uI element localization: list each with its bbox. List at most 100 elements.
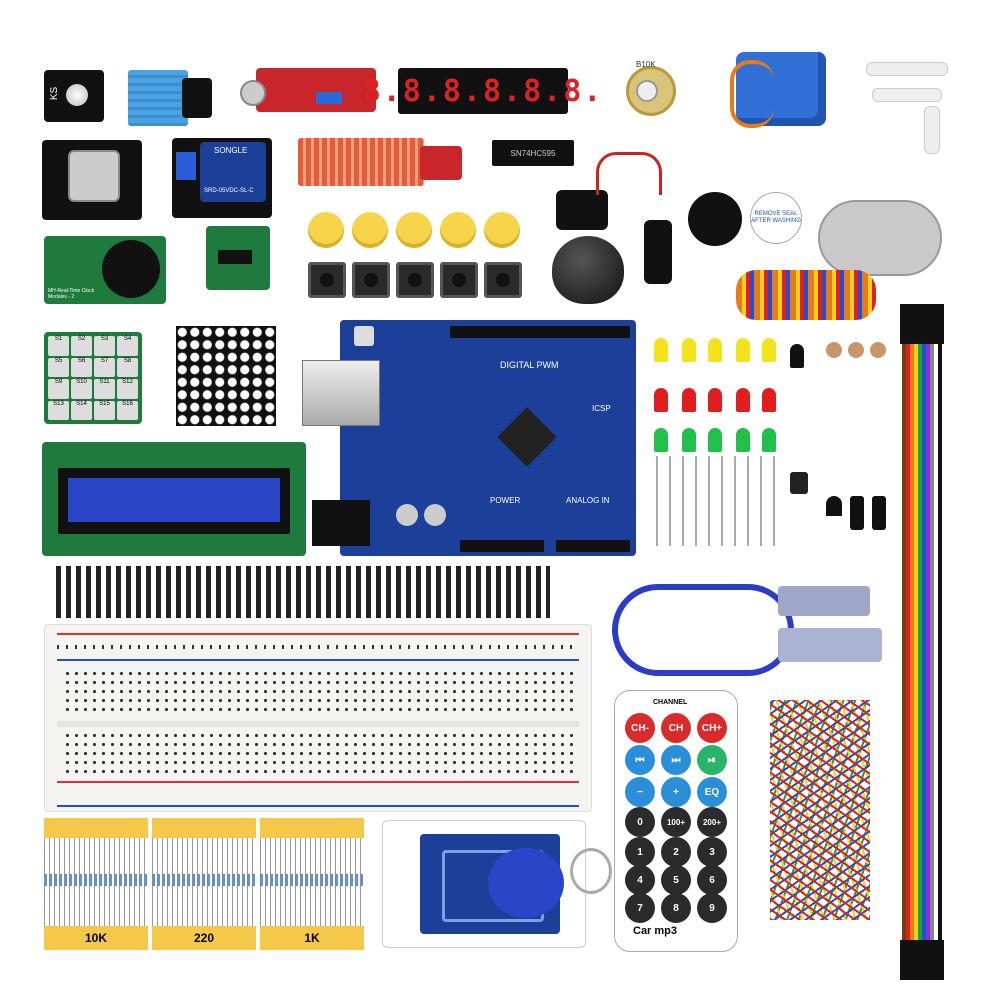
resistor-bundle-220: 220 (152, 818, 256, 950)
remote-button-7[interactable]: 7 (625, 893, 655, 923)
remote-logo: Car mp3 (633, 925, 678, 937)
remote-button-8[interactable]: 8 (661, 893, 691, 923)
ir-receiver (790, 472, 808, 494)
battery-clip-wires (596, 152, 662, 195)
board-text-analog: ANALOG IN (566, 496, 610, 505)
resistor-bundle-1k: 1K (260, 818, 364, 950)
remote-button-6[interactable]: 6 (697, 865, 727, 895)
breadboard-holes-upper (63, 669, 573, 717)
transistor (826, 496, 842, 516)
water-level-sensor (298, 138, 424, 186)
remote-button-vol-minus[interactable]: − (625, 777, 655, 807)
remote-button-200-plus[interactable]: 200+ (697, 807, 727, 837)
photoresistor-1 (826, 342, 842, 358)
photoresistor-3 (870, 342, 886, 358)
keypad-key: S11 (94, 379, 115, 399)
leds-green (654, 428, 784, 458)
remote-button-100-plus[interactable]: 100+ (661, 807, 691, 837)
remote-channel-label: CHANNEL (653, 699, 688, 706)
relay-module: SONGLE SRD-05VDC-SL-C (172, 138, 272, 218)
keypad-key: S4 (117, 336, 138, 356)
breadboard-holes-lower (63, 731, 573, 779)
remote-button-0[interactable]: 0 (625, 807, 655, 837)
remote-button-eq[interactable]: EQ (697, 777, 727, 807)
sound-sensor-module (240, 68, 376, 112)
pin-header-strip (56, 566, 550, 618)
remote-button-vol-plus[interactable]: + (661, 777, 691, 807)
microphone-icon (240, 80, 266, 106)
remote-button-ch-minus[interactable]: CH- (625, 713, 655, 743)
remote-button-ch-plus[interactable]: CH+ (697, 713, 727, 743)
joystick-module (42, 140, 142, 220)
tilt-sensor-2 (872, 496, 886, 530)
remote-button-9[interactable]: 9 (697, 893, 727, 923)
button-cap-2 (352, 212, 388, 248)
ks-label: KS (49, 86, 61, 101)
stepper-driver-board (206, 226, 270, 290)
ribbon-connector-bottom (900, 940, 944, 980)
board-text-digital: DIGITAL PWM (500, 360, 559, 370)
battery-clip (556, 190, 608, 230)
stepper-motor (818, 200, 942, 276)
ks-led-icon (66, 84, 88, 106)
dht11-sensor (128, 70, 188, 126)
keypad-key: S12 (117, 379, 138, 399)
keypad-key: S1 (48, 336, 69, 356)
shift-register-label: SN74HC595 (510, 148, 556, 158)
tactile-button-5 (484, 262, 522, 298)
coin-battery (102, 240, 160, 298)
remote-button-play-pause[interactable]: ⏯ (697, 745, 727, 775)
servo-horn-double (872, 88, 942, 102)
icsp-label: ICSP (592, 404, 611, 413)
leds-yellow (654, 338, 784, 368)
servo-horn-single (924, 106, 940, 154)
rtc-module: MH-Real-Time Clock Modules - 2 (44, 236, 166, 304)
rfid-keyring (570, 848, 612, 894)
remote-button-5[interactable]: 5 (661, 865, 691, 895)
remote-button-1[interactable]: 1 (625, 837, 655, 867)
microcontroller-chip (497, 407, 557, 467)
keypad-key: S5 (48, 357, 69, 377)
ribbon-connector-top (900, 304, 944, 344)
keypad-key: S15 (94, 400, 115, 420)
joystick-knob-icon (68, 150, 120, 202)
reset-button (354, 326, 374, 346)
board-text-power: POWER (490, 496, 521, 505)
keypad-key: S16 (117, 400, 138, 420)
servo-wires (730, 60, 774, 128)
capacitor-1 (396, 504, 418, 526)
relay-model: SRD-05VDC-SL-C (204, 188, 254, 194)
keypad-key: S3 (94, 336, 115, 356)
arduino-uno-board: DIGITAL PWM ICSP POWER ANALOG IN (302, 320, 636, 556)
remote-button-2[interactable]: 2 (661, 837, 691, 867)
remote-button-3[interactable]: 3 (697, 837, 727, 867)
jumper-wires-bundle (760, 690, 880, 930)
potentiometer-blue-icon (316, 92, 342, 104)
analog-header (556, 540, 630, 552)
keypad-module: S1 S2 S3 S4 S5 S6 S7 S8 S9 S10 S11 S12 S… (44, 332, 142, 424)
shift-register-ic: SN74HC595 (492, 140, 574, 166)
seven-segment-display: 8.8.8.8.8.8. (363, 68, 601, 114)
remote-button-prev[interactable]: ⏮ (625, 745, 655, 775)
breadboard-rail-top (57, 633, 579, 661)
dht11-board (182, 78, 212, 118)
remote-button-next[interactable]: ⏭ (661, 745, 691, 775)
infrared-led (790, 344, 804, 368)
tilt-sensor-1 (850, 496, 864, 530)
tactile-button-3 (396, 262, 434, 298)
rtc-text: MH-Real-Time Clock Modules - 2 (48, 288, 95, 300)
servo-horn-cross (866, 62, 948, 76)
keypad-key: S2 (71, 336, 92, 356)
tactile-button-1 (308, 262, 346, 298)
button-cap-5 (484, 212, 520, 248)
keypad-key: S8 (117, 357, 138, 377)
resistor-1k-label: 1K (304, 931, 320, 945)
dc-barrel-plug (644, 220, 672, 284)
led-legs (656, 456, 780, 546)
remote-button-ch[interactable]: CH (661, 713, 691, 743)
rainbow-ribbon-cable (902, 310, 942, 978)
usb-b-port (302, 360, 380, 426)
remote-button-4[interactable]: 4 (625, 865, 655, 895)
keypad-key: S10 (71, 379, 92, 399)
keypad-key: S7 (94, 357, 115, 377)
